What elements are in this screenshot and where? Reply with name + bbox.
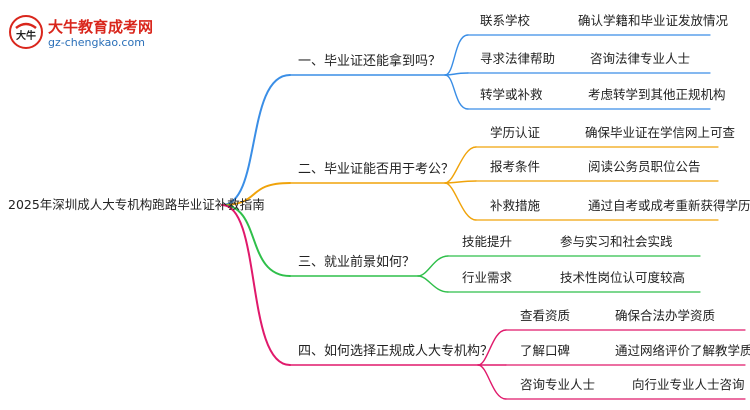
leaf-4-2: 了解口碑 — [520, 343, 571, 358]
leaf-2-1: 学历认证 — [490, 125, 541, 140]
connector-root-branch-2 — [221, 182, 291, 206]
branch-4-label: 四、如何选择正规成人大专机构？ — [298, 344, 494, 359]
leaf-2-2: 报考条件 — [490, 159, 541, 174]
connector-branch-2-leaf-3 — [444, 182, 477, 221]
branch-3-label: 三、就业前景如何？ — [298, 255, 416, 270]
branch-1-label: 一、毕业证还能拿到吗？ — [298, 54, 442, 69]
detail-1-1: 确认学籍和毕业证发放情况 — [578, 13, 729, 28]
detail-1-3: 考虑转学到其他正规机构 — [588, 87, 726, 102]
detail-2-3: 通过自考或成考重新获得学历 — [588, 198, 750, 213]
connector-root-branch-3 — [221, 204, 291, 277]
root-node: 2025年深圳成人大专机构跑路毕业证补救指南 — [8, 197, 265, 212]
branch-2-label: 二、毕业证能否用于考公？ — [298, 162, 455, 177]
leaf-3-2: 行业需求 — [462, 270, 513, 285]
leaf-2-3: 补救措施 — [490, 198, 541, 213]
detail-3-2: 技术性岗位认可度较高 — [560, 270, 686, 285]
logo-mark-text: 大牛 — [16, 29, 36, 42]
detail-2-1: 确保毕业证在学信网上可查 — [585, 125, 736, 140]
detail-2-2: 阅读公务员职位公告 — [588, 159, 701, 174]
connector-branch-2-leaf-1 — [444, 146, 477, 184]
leaf-1-1: 联系学校 — [480, 13, 531, 28]
connector-branch-3-leaf-1 — [417, 255, 449, 277]
leaf-4-1: 查看资质 — [520, 308, 571, 323]
connector-root-branch-4 — [221, 204, 291, 366]
connector-branch-4-leaf-1 — [477, 329, 507, 366]
leaf-3-1: 技能提升 — [462, 234, 513, 249]
leaf-1-2: 寻求法律帮助 — [480, 51, 556, 66]
site-logo[interactable]: 大牛 大牛教育成考网 gz-chengkao.com — [8, 14, 168, 54]
detail-4-3: 向行业专业人士咨询 — [632, 377, 745, 392]
leaf-4-3: 咨询专业人士 — [520, 377, 596, 392]
logo-title: 大牛教育成考网 — [48, 18, 154, 36]
detail-3-1: 参与实习和社会实践 — [560, 234, 673, 249]
leaf-1-3: 转学或补救 — [480, 87, 543, 102]
connector-branch-3-leaf-2 — [417, 275, 449, 293]
connector-branch-1-leaf-3 — [444, 74, 469, 110]
connector-branch-4-leaf-3 — [477, 364, 507, 400]
detail-4-2: 通过网络评价了解教学质量 — [615, 343, 750, 358]
connector-root-branch-1 — [221, 74, 291, 206]
logo-mark-icon: 大牛 — [9, 15, 43, 49]
detail-1-2: 咨询法律专业人士 — [590, 51, 691, 66]
detail-4-1: 确保合法办学资质 — [615, 308, 716, 323]
connector-branch-1-leaf-1 — [444, 34, 469, 76]
logo-domain: gz-chengkao.com — [48, 36, 145, 49]
